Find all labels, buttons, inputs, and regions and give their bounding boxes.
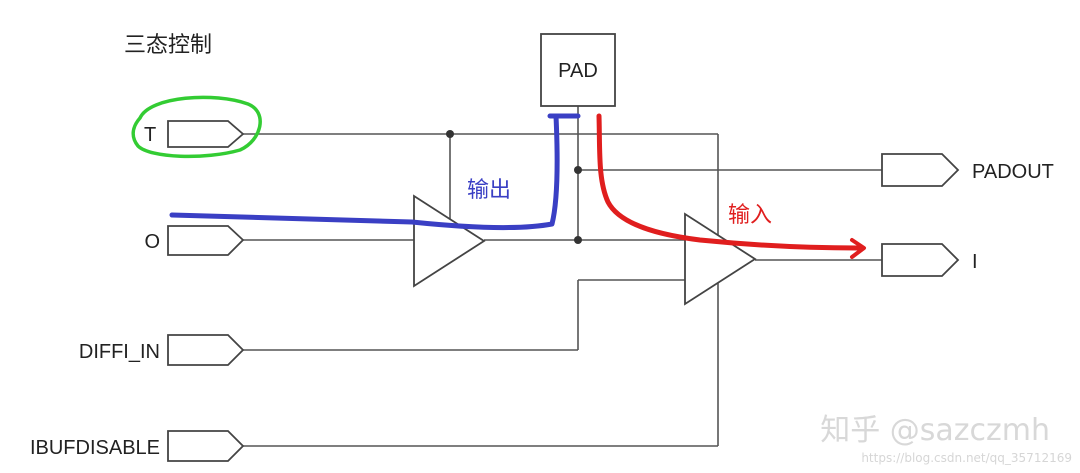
port-t-shape — [167, 120, 245, 148]
port-padout-label: PADOUT — [972, 161, 1054, 183]
output-annotation: 输出 — [467, 177, 511, 202]
port-diffi-in-label: DIFFI_IN — [79, 341, 160, 363]
port-padout-shape — [881, 153, 960, 187]
output-path — [169, 113, 581, 231]
junction-dot — [446, 130, 454, 138]
input-annotation: 输入 — [728, 202, 772, 227]
port-ibufdisable-label: IBUFDISABLE — [30, 437, 160, 459]
port-i-label: I — [972, 251, 978, 273]
t-highlight-circle — [131, 95, 262, 159]
diagram-title: 三态控制 — [124, 32, 212, 57]
output-buffer — [413, 194, 486, 288]
junction-dot — [574, 166, 582, 174]
port-o-label: O — [144, 231, 160, 253]
input-buffer — [684, 212, 757, 306]
ports — [167, 120, 960, 462]
pad-box — [540, 33, 616, 107]
port-diffi-in-shape — [167, 334, 245, 366]
watermark-brand: 知乎 @sazczmh — [820, 413, 1050, 448]
watermark-url: https://blog.csdn.net/qq_35712169 — [861, 451, 1072, 465]
wires — [240, 106, 882, 447]
port-ibufdisable-shape — [167, 430, 245, 462]
port-o-shape — [167, 225, 245, 256]
junction-dot — [574, 236, 582, 244]
pad-label: PAD — [558, 60, 598, 82]
port-i-shape — [881, 243, 960, 277]
input-arrow-head — [850, 238, 866, 259]
input-path — [596, 113, 861, 251]
junctions — [446, 130, 582, 244]
port-t-label: T — [144, 124, 156, 146]
